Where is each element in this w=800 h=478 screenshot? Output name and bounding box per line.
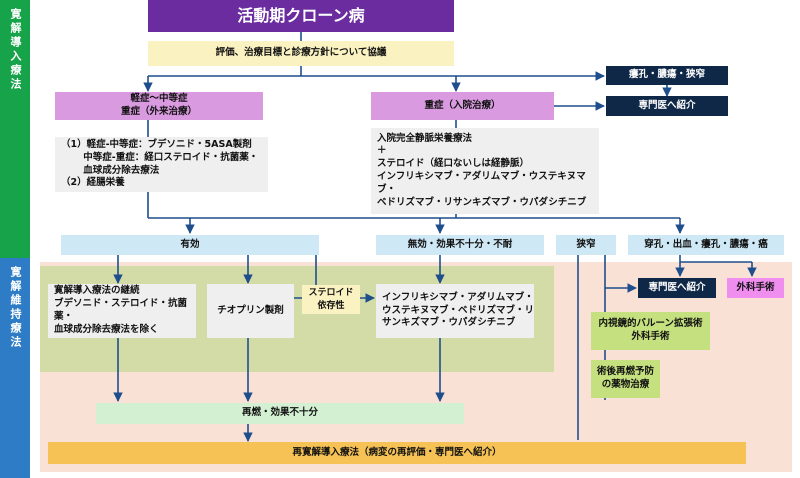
ineffective-box: 無効・効果不十分・不耐 bbox=[376, 235, 544, 255]
severe-box: 重症（入院治療） bbox=[371, 92, 554, 120]
maint-continue-text: 寛解導入療法の継続 ブデソニド・ステロイド・抗菌薬・ 血球成分除去療法を除く bbox=[54, 285, 188, 335]
stenosis-text: 狭窄 bbox=[576, 238, 596, 250]
postop-box: 術後再燃予防 の薬物治療 bbox=[591, 360, 660, 398]
surgery-box: 外科手術 bbox=[727, 278, 784, 298]
effective-box: 有効 bbox=[61, 235, 319, 255]
maintenance-band-label: 寛解維持療法 bbox=[9, 266, 22, 350]
referral-top-box: 専門医へ紹介 bbox=[606, 96, 728, 116]
evaluation-text: 評価、治療目標と診療方針について協議 bbox=[215, 47, 387, 59]
fistula-box: 瘻孔・膿瘍・狭窄 bbox=[606, 66, 728, 85]
mild-treatment-box: （1）軽症-中等症：ブデソニド・5ASA製剤 中等症-重症：経口ステロイド・抗菌… bbox=[55, 137, 268, 192]
referral-top-text: 専門医へ紹介 bbox=[638, 99, 696, 111]
mild-text: 軽症〜中等症 重症（外来治療） bbox=[120, 93, 197, 117]
mild-box: 軽症〜中等症 重症（外来治療） bbox=[55, 92, 263, 120]
biologics-text: インフリキシマブ・アダリムマブ・ ウステキヌマブ・ベドリズマブ・リ サンキズマブ… bbox=[382, 291, 535, 329]
balloon-box: 内視鏡的バルーン拡張術 外科手術 bbox=[591, 312, 710, 350]
evaluation-box: 評価、治療目標と診療方針について協議 bbox=[148, 41, 454, 66]
referral-mid-text: 専門医へ紹介 bbox=[648, 281, 706, 293]
postop-text: 術後再燃予防 の薬物治療 bbox=[596, 366, 654, 390]
maintenance-band: 寛解維持療法 bbox=[0, 258, 30, 478]
reinduction-box: 再寛解導入療法（病変の再評価・専門医へ紹介） bbox=[48, 442, 746, 464]
balloon-text: 内視鏡的バルーン拡張術 外科手術 bbox=[598, 318, 703, 342]
referral-mid-box: 専門医へ紹介 bbox=[638, 278, 716, 298]
thiopurine-text: チオプリン製剤 bbox=[217, 304, 284, 316]
mild-treatment-text: （1）軽症-中等症：ブデソニド・5ASA製剤 中等症-重症：経口ステロイド・抗菌… bbox=[61, 138, 259, 189]
severe-treatment-box: 入院完全静脈栄養療法 ＋ ステロイド（経口ないしは経静脈） インフリキシマブ・ア… bbox=[371, 128, 599, 214]
reinduction-text: 再寛解導入療法（病変の再評価・専門医へ紹介） bbox=[292, 446, 502, 458]
stenosis-box: 狭窄 bbox=[556, 235, 616, 255]
title-text: 活動期クローン病 bbox=[237, 6, 365, 26]
steroid-dep-box: ステロイド 依存性 bbox=[302, 285, 360, 314]
ineffective-text: 無効・効果不十分・不耐 bbox=[407, 238, 513, 250]
maint-continue-box: 寛解導入療法の継続 ブデソニド・ステロイド・抗菌薬・ 血球成分除去療法を除く bbox=[48, 284, 196, 338]
fistula-text: 瘻孔・膿瘍・狭窄 bbox=[628, 69, 705, 81]
surgery-text: 外科手術 bbox=[736, 281, 775, 293]
steroid-dep-text: ステロイド 依存性 bbox=[308, 288, 354, 311]
thiopurine-box: チオプリン製剤 bbox=[207, 284, 294, 338]
induction-band-label: 寛解導入療法 bbox=[9, 8, 22, 92]
relapse-box: 再燃・効果不十分 bbox=[96, 403, 464, 424]
perforation-box: 穿孔・出血・瘻孔・膿瘍・癌 bbox=[628, 235, 784, 255]
biologics-box: インフリキシマブ・アダリムマブ・ ウステキヌマブ・ベドリズマブ・リ サンキズマブ… bbox=[376, 284, 534, 338]
induction-band: 寛解導入療法 bbox=[0, 0, 30, 258]
severe-text: 重症（入院治療） bbox=[424, 99, 501, 111]
effective-text: 有効 bbox=[180, 238, 200, 250]
perforation-text: 穿孔・出血・瘻孔・膿瘍・癌 bbox=[644, 238, 768, 250]
relapse-text: 再燃・効果不十分 bbox=[241, 407, 318, 419]
title-box: 活動期クローン病 bbox=[148, 0, 454, 32]
severe-treatment-text: 入院完全静脈栄養療法 ＋ ステロイド（経口ないしは経静脈） インフリキシマブ・ア… bbox=[377, 132, 587, 208]
